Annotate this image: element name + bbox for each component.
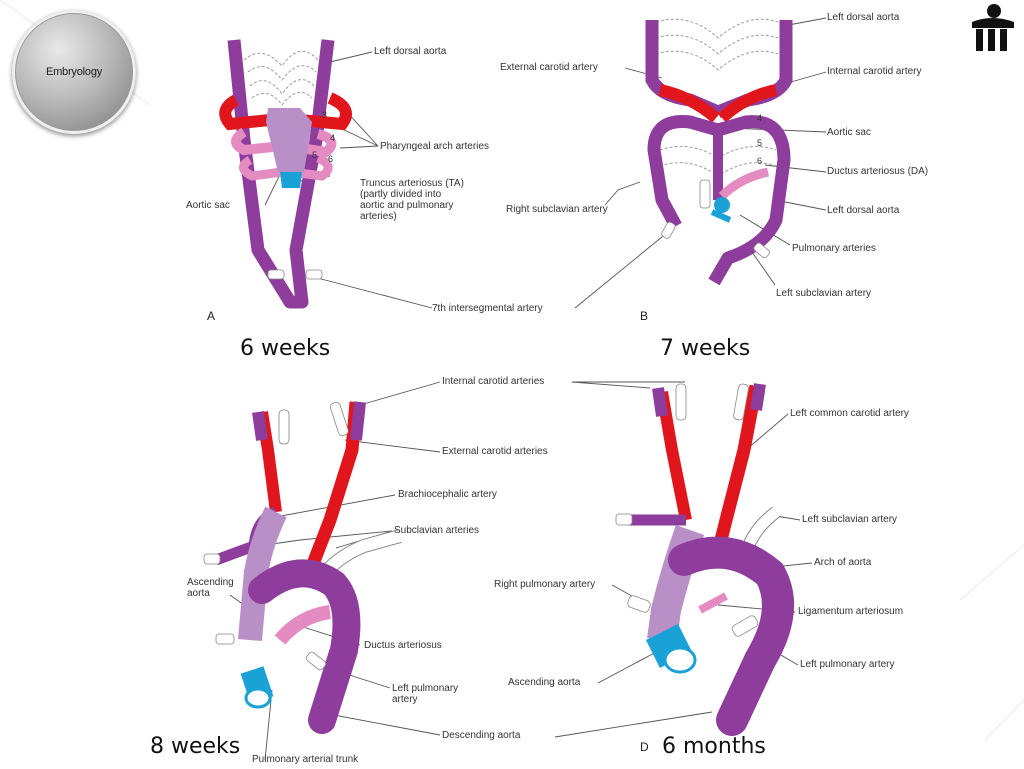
- stage-6-months: 6 months: [662, 734, 766, 759]
- label-truncus-arteriosus: Truncus arteriosus (TA) (partly divided …: [360, 178, 464, 222]
- label-left-subclavian-artery-d: Left subclavian artery: [802, 514, 898, 525]
- label-arch-of-aorta: Arch of aorta: [814, 557, 872, 568]
- panel-letter-d: D: [640, 740, 649, 754]
- panel-letter-b: B: [640, 309, 649, 323]
- stage-8-weeks: 8 weeks: [150, 734, 241, 759]
- label-internal-carotid-artery: Internal carotid artery: [827, 66, 922, 77]
- label-pharyngeal-arch-arteries: Pharyngeal arch arteries: [380, 141, 489, 152]
- arch-number-b4: 4: [757, 113, 762, 123]
- stage-6-weeks: 6 weeks: [240, 336, 331, 361]
- label-ligamentum-arteriosum: Ligamentum arteriosum: [798, 606, 904, 617]
- label-internal-carotid-arteries: Internal carotid arteries: [442, 376, 545, 387]
- leader-lines: [229, 17, 827, 761]
- badge-text: Embryology: [45, 66, 103, 78]
- arch-number-5: 5: [312, 150, 317, 160]
- label-pulmonary-arteries: Pulmonary arteries: [792, 243, 876, 254]
- stage-7-weeks: 7 weeks: [660, 336, 751, 361]
- label-ductus-arteriosus-da: Ductus arteriosus (DA): [827, 166, 929, 177]
- embryology-badge: Embryology: [12, 10, 136, 134]
- label-left-common-carotid-artery: Left common carotid artery: [790, 408, 909, 419]
- label-pulmonary-arterial-trunk: Pulmonary arterial trunk: [252, 754, 359, 765]
- label-ductus-arteriosus-c: Ductus arteriosus: [364, 640, 442, 651]
- panel-c-drawing: [203, 401, 402, 734]
- label-aortic-sac-b: Aortic sac: [827, 127, 871, 138]
- arch-number-b5: 5: [757, 138, 762, 148]
- label-descending-aorta: Descending aorta: [442, 730, 521, 741]
- label-left-subclavian-artery-b: Left subclavian artery: [776, 288, 872, 299]
- panel-letter-a: A: [207, 309, 216, 323]
- label-right-pulmonary-artery: Right pulmonary artery: [494, 579, 596, 590]
- arch-number-3: 3: [322, 110, 327, 120]
- panel-b-drawing: 4 5 6: [645, 18, 793, 286]
- label-brachiocephalic-artery: Brachiocephalic artery: [398, 489, 497, 500]
- label-left-dorsal-aorta-a: Left dorsal aorta: [374, 46, 447, 57]
- arch-number-6: 6: [328, 154, 333, 164]
- label-subclavian-arteries: Subclavian arteries: [394, 525, 480, 536]
- label-right-subclavian-artery: Right subclavian artery: [506, 204, 608, 215]
- panel-d-drawing: [615, 383, 794, 736]
- label-left-pulmonary-artery-d: Left pulmonary artery: [800, 659, 895, 670]
- arch-number-4: 4: [330, 133, 335, 143]
- label-left-dorsal-aorta-b-top: Left dorsal aorta: [827, 12, 900, 23]
- label-7th-intersegmental-artery: 7th intersegmental artery: [432, 303, 543, 314]
- pillar-logo-icon: [972, 4, 1014, 51]
- label-left-pulmonary-artery-c: Left pulmonary artery: [392, 683, 459, 705]
- label-aortic-sac-a: Aortic sac: [186, 200, 230, 211]
- panel-a-drawing: 3 4 5 6: [219, 39, 352, 309]
- label-external-carotid-artery: External carotid artery: [500, 62, 598, 73]
- label-left-dorsal-aorta-b: Left dorsal aorta: [827, 205, 900, 216]
- label-ascending-aorta-c: Ascending aorta: [187, 577, 234, 599]
- label-ascending-aorta-d: Ascending aorta: [508, 677, 581, 688]
- label-external-carotid-arteries: External carotid arteries: [442, 446, 548, 457]
- arch-number-b6: 6: [757, 156, 762, 166]
